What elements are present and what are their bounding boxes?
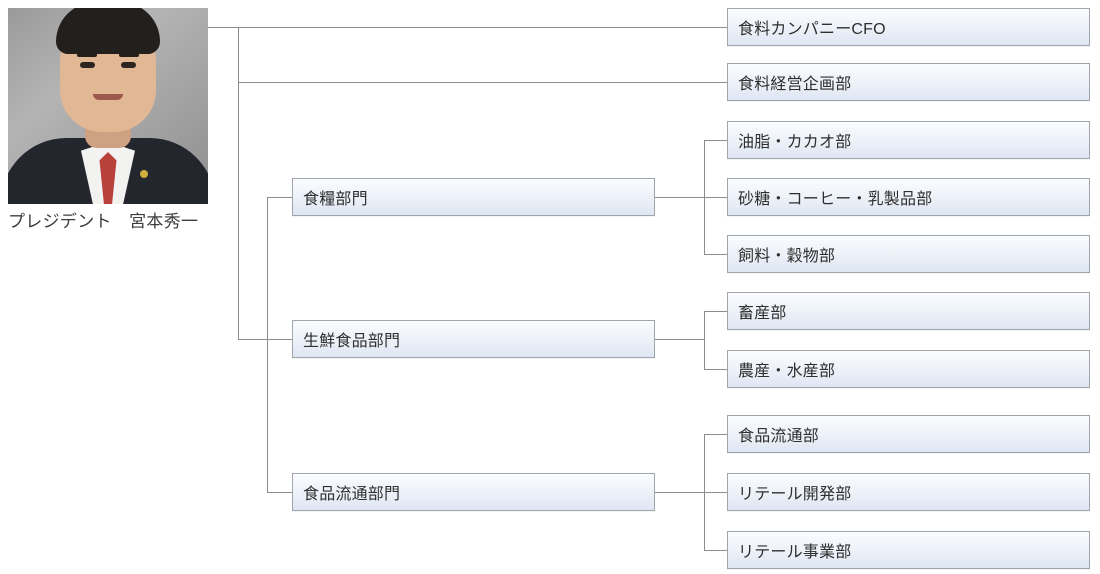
portrait-eye-left xyxy=(80,62,95,68)
president-block: プレジデント 宮本秀一 xyxy=(8,8,208,232)
portrait-eyebrow-right xyxy=(119,53,139,57)
connector-div2-child-2 xyxy=(704,369,728,370)
portrait-mouth xyxy=(93,94,123,100)
node-staff-cfo[interactable]: 食料カンパニーCFO xyxy=(727,8,1090,46)
connector-div1-child-1 xyxy=(704,140,728,141)
president-caption: プレジデント 宮本秀一 xyxy=(8,212,199,231)
connector-division-1-stub xyxy=(267,197,292,198)
node-dept-agri-marine[interactable]: 農産・水産部 xyxy=(727,350,1090,388)
connector-trunk-to-division-trunk xyxy=(238,339,268,340)
portrait-eyebrow-left xyxy=(77,53,97,57)
node-dept-feed-grain[interactable]: 飼料・穀物部 xyxy=(727,235,1090,273)
portrait-eye-right xyxy=(121,62,136,68)
connector-div2-out xyxy=(655,339,705,340)
connector-div1-child-3 xyxy=(704,254,728,255)
connector-div3-child-2 xyxy=(704,492,728,493)
node-division-shokuryo[interactable]: 食糧部門 xyxy=(292,178,655,216)
connector-division-trunk xyxy=(267,197,268,492)
connector-trunk-to-planning xyxy=(238,82,728,83)
portrait-hair xyxy=(56,8,160,54)
connector-div1-child-2 xyxy=(704,197,728,198)
node-dept-oil-cacao[interactable]: 油脂・カカオ部 xyxy=(727,121,1090,159)
connector-div1-out xyxy=(655,197,705,198)
connector-div2-child-1 xyxy=(704,311,728,312)
node-division-fresh-food[interactable]: 生鮮食品部門 xyxy=(292,320,655,358)
portrait-lapel-pin xyxy=(140,170,148,178)
node-dept-food-distribution[interactable]: 食品流通部 xyxy=(727,415,1090,453)
connector-division-2-stub xyxy=(267,339,292,340)
node-dept-retail-business[interactable]: リテール事業部 xyxy=(727,531,1090,569)
node-dept-sugar-coffee-dairy[interactable]: 砂糖・コーヒー・乳製品部 xyxy=(727,178,1090,216)
connector-division-3-stub xyxy=(267,492,292,493)
connector-main-trunk xyxy=(238,27,239,339)
node-division-food-distribution[interactable]: 食品流通部門 xyxy=(292,473,655,511)
node-staff-planning[interactable]: 食料経営企画部 xyxy=(727,63,1090,101)
president-photo xyxy=(8,8,208,204)
connector-president-to-cfo xyxy=(208,27,728,28)
node-dept-livestock[interactable]: 畜産部 xyxy=(727,292,1090,330)
connector-div2-children-trunk xyxy=(704,311,705,369)
node-dept-retail-development[interactable]: リテール開発部 xyxy=(727,473,1090,511)
portrait-necktie xyxy=(99,152,117,204)
connector-div3-child-3 xyxy=(704,550,728,551)
connector-div3-out xyxy=(655,492,705,493)
connector-div3-child-1 xyxy=(704,434,728,435)
